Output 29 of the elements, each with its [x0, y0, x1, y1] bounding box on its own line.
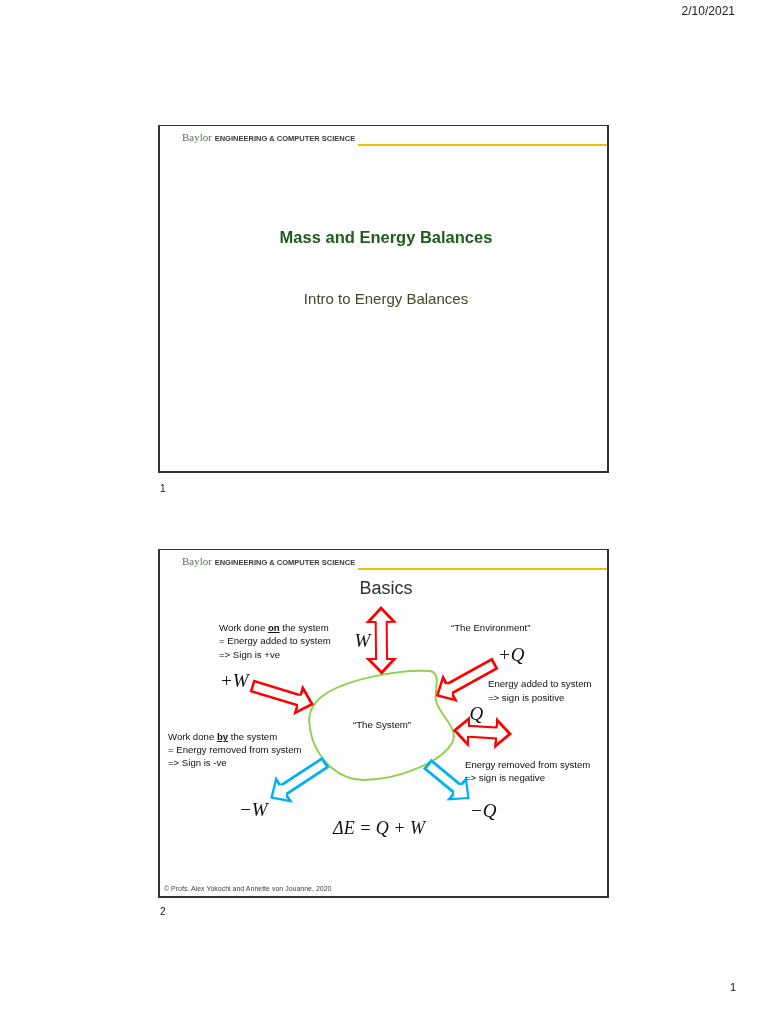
region-label: “The Environment” [451, 622, 531, 634]
note-text: Energy removed from system [465, 759, 591, 771]
slide-frame [158, 549, 609, 898]
slide-subtitle: Intro to Energy Balances [303, 290, 469, 308]
equation-text: ΔE = Q + W [333, 818, 425, 839]
double-block-arrow [452, 715, 513, 749]
page-number: 1 [729, 981, 736, 994]
slide-number: 1 [160, 483, 166, 495]
slide-frame [158, 125, 609, 473]
block-arrow [249, 679, 316, 716]
slide-title: Mass and Energy Balances [279, 228, 493, 247]
date-text: 2/10/2021 [681, 5, 735, 19]
symbol-label: +Q [498, 645, 525, 664]
system-label: “The System” [352, 719, 412, 731]
note-text: Work done by the system [168, 731, 278, 743]
note-text: = Energy added to system [219, 635, 331, 647]
note-text: => sign is negative [465, 772, 545, 784]
note-text: => Sign is -ve [168, 757, 227, 769]
note-text: Work done on the system [219, 622, 329, 634]
slide-title: Basics [359, 578, 413, 599]
symbol-label: +W [220, 671, 249, 690]
note-text: Energy added to system [488, 678, 592, 690]
symbol-label: −Q [470, 801, 497, 820]
double-block-arrow [365, 605, 398, 675]
symbol-label: −W [239, 800, 268, 819]
note-text: => Sign is +ve [219, 649, 281, 661]
slide-number: 2 [160, 906, 166, 918]
system-boundary [307, 669, 457, 784]
note-text: => sign is positive [488, 692, 565, 704]
